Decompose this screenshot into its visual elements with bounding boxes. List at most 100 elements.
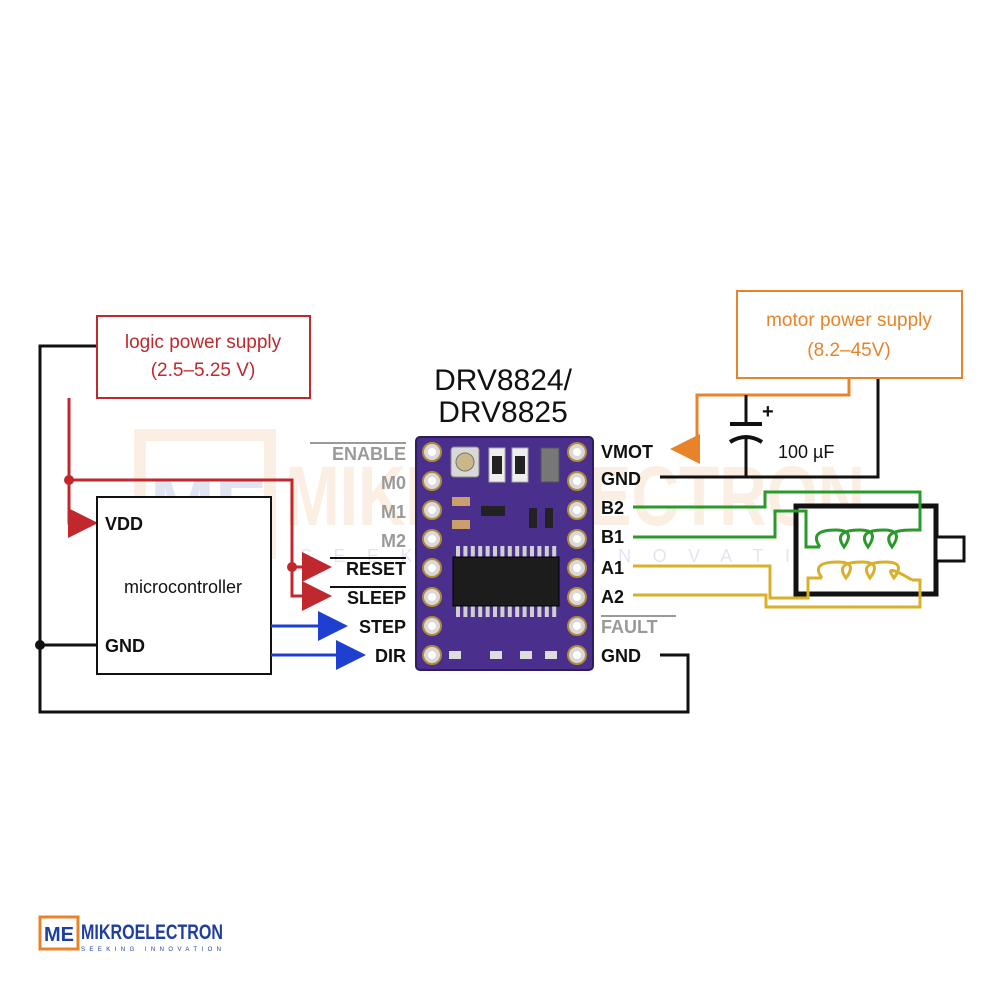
board-pads-left <box>422 442 442 665</box>
pin-gnd-motor: GND <box>601 469 641 489</box>
chip-leg <box>463 605 468 617</box>
chip-leg <box>537 546 542 558</box>
chip-leg <box>507 605 512 617</box>
chip-leg <box>485 605 490 617</box>
capacitor-value: 100 µF <box>778 442 834 462</box>
sense-resistor-2-body <box>515 456 525 474</box>
pin-enable: ENABLE <box>332 444 406 464</box>
logic-junction-b <box>287 562 297 572</box>
chip-leg <box>456 546 460 558</box>
smd-cap-1 <box>452 497 470 506</box>
chip-leg <box>478 605 483 617</box>
logic-junction-a <box>64 475 74 485</box>
mcu-name: microcontroller <box>124 577 242 597</box>
coil-a <box>633 560 922 609</box>
chip-leg <box>493 546 497 558</box>
chip-leg <box>500 546 505 558</box>
brand-logo: ME MIKROELECTRON SEEKING INNOVATION <box>38 915 223 953</box>
vmot-wire <box>670 378 851 464</box>
pin-reset: RESET <box>346 559 406 579</box>
pad-hole <box>573 622 581 630</box>
driver-chip <box>452 556 560 607</box>
logo-title: MIKROELECTRON <box>81 921 223 944</box>
pin-gnd-logic: GND <box>601 646 641 666</box>
microcontroller: VDD microcontroller GND <box>96 496 272 675</box>
right-pin-labels: VMOT GND B2 B1 A1 A2 FAULT GND <box>601 442 676 666</box>
capacitor-plus: + <box>762 401 774 423</box>
pad-hole <box>428 622 436 630</box>
ground-wires <box>38 344 880 714</box>
pin-fault: FAULT <box>601 617 658 637</box>
pin-dir: DIR <box>375 646 406 666</box>
chip-leg <box>470 546 475 558</box>
chip-legs <box>456 546 557 617</box>
pad-hole <box>573 564 581 572</box>
potentiometer-knob <box>455 452 475 472</box>
chip-leg <box>552 605 557 617</box>
logic-supply-range: (2.5–5.25 V) <box>151 360 256 381</box>
pin-b2: B2 <box>601 498 624 518</box>
pin-sleep: SLEEP <box>347 588 406 608</box>
chip-leg <box>456 605 460 617</box>
pad-hole <box>428 448 436 456</box>
mcu-vdd-label: VDD <box>105 514 143 534</box>
pin-vmot: VMOT <box>601 442 653 462</box>
motor-supply-range: (8.2–45V) <box>807 340 890 361</box>
driver-board <box>415 436 594 671</box>
chip-leg <box>544 546 549 558</box>
chip-leg <box>530 605 534 617</box>
pin-step: STEP <box>359 617 406 637</box>
pin-m0: M0 <box>381 473 406 493</box>
chip-leg <box>515 546 520 558</box>
pad-hole <box>573 477 581 485</box>
sense-resistor-1-body <box>492 456 502 474</box>
chip-leg <box>544 605 549 617</box>
capacitor: + 100 µF <box>728 395 834 477</box>
smd-bottom-1 <box>449 651 461 659</box>
pad-hole <box>573 448 581 456</box>
chip-leg <box>522 546 527 558</box>
stepper-motor <box>633 490 966 609</box>
smd-bottom-3 <box>520 651 532 659</box>
pad-hole <box>573 651 581 659</box>
pin-b1: B1 <box>601 527 624 547</box>
pin-a2: A2 <box>601 587 624 607</box>
driver-title-line1: DRV8824/ <box>434 364 573 397</box>
ground-junction <box>35 640 45 650</box>
pad-hole <box>428 593 436 601</box>
logic-wires <box>67 398 332 611</box>
coil-b <box>633 490 922 550</box>
pad-hole <box>428 564 436 572</box>
pin-a1: A1 <box>601 558 624 578</box>
mcu-gnd-label: GND <box>105 636 145 656</box>
logo-badge-frame <box>38 915 80 951</box>
pad-hole <box>573 593 581 601</box>
pin-m2: M2 <box>381 531 406 551</box>
regulator <box>540 447 560 483</box>
chip-leg <box>522 605 527 617</box>
chip-leg <box>530 546 534 558</box>
chip-leg <box>485 546 490 558</box>
motor-supply-name: motor power supply <box>766 310 932 331</box>
smd-bottom-4 <box>545 651 557 659</box>
chip-leg <box>478 546 483 558</box>
chip-leg <box>470 605 475 617</box>
smd-resistor <box>481 506 505 516</box>
logic-power-supply: logic power supply (2.5–5.25 V) <box>96 315 311 399</box>
driver-title-line2: DRV8825 <box>438 396 568 429</box>
smd-bottom-2 <box>490 651 502 659</box>
smd-cap-2 <box>452 520 470 529</box>
pin-m1: M1 <box>381 502 406 522</box>
chip-leg <box>537 605 542 617</box>
logo-tagline: SEEKING INNOVATION <box>81 947 221 953</box>
board-pads-right <box>567 442 587 665</box>
logo-badge: ME <box>44 924 74 946</box>
left-pin-labels: ENABLE M0 M1 M2 RESET SLEEP STEP DIR <box>310 442 406 666</box>
smd-part-2 <box>545 508 553 528</box>
chip-leg <box>463 546 468 558</box>
pad-hole <box>573 535 581 543</box>
chip-leg <box>507 546 512 558</box>
pad-hole <box>573 506 581 514</box>
chip-leg <box>500 605 505 617</box>
pad-hole <box>428 506 436 514</box>
